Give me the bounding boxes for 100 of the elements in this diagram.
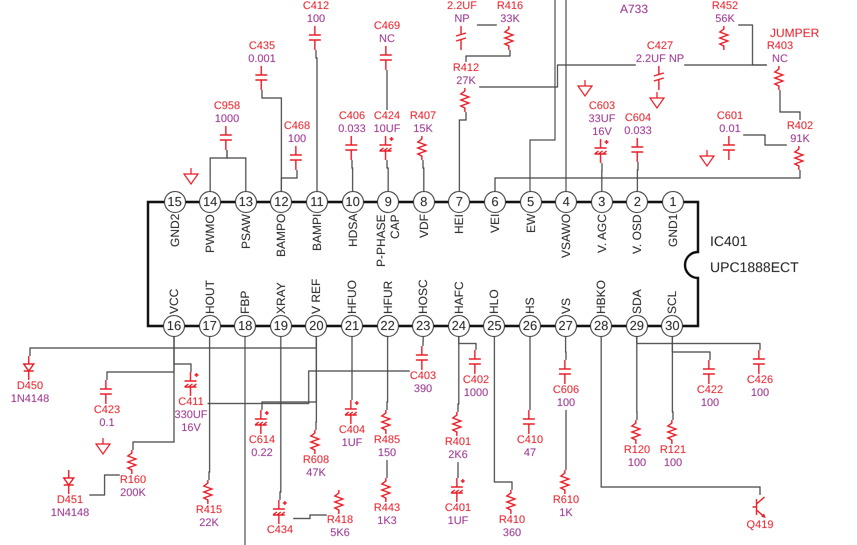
reference-designator: C401 <box>444 502 472 515</box>
ic-label: UPC1888ECT <box>710 258 799 277</box>
component-value: 0.033 <box>624 125 652 138</box>
reference-designator: D450 <box>16 380 44 393</box>
pin-number: 16 <box>163 315 185 337</box>
pin-number: 17 <box>198 315 221 337</box>
wire <box>636 162 639 191</box>
pin-name: HBKO <box>594 278 608 314</box>
wire <box>132 337 175 450</box>
component-value: 47 <box>522 447 538 460</box>
component <box>248 40 276 90</box>
reference-designator: C603 <box>588 100 616 113</box>
reference-designator: C427 <box>646 40 674 53</box>
component <box>786 120 814 170</box>
component-value: 1UF <box>340 437 364 450</box>
pin-name: PWMO <box>203 214 218 255</box>
component-value: 27K <box>455 75 477 88</box>
component-value: 91K <box>789 133 811 146</box>
component-value: 100 <box>626 457 648 470</box>
pin-number: 13 <box>234 191 257 213</box>
pin-number: 27 <box>554 315 577 337</box>
pin-number: 28 <box>590 315 612 337</box>
component-value: 100 <box>306 13 326 26</box>
component <box>766 40 794 90</box>
pin-name: HFUR <box>380 280 395 314</box>
component-value: 100 <box>700 397 720 410</box>
reference-designator: R610 <box>552 494 580 507</box>
pin-name: HEI <box>452 214 466 236</box>
component-value: 330UF <box>174 409 208 422</box>
pin-name: BAMPI <box>310 214 324 254</box>
component <box>496 0 524 50</box>
component-value: 10UF <box>374 123 400 136</box>
reference-designator: C434 <box>266 524 294 537</box>
wire <box>458 112 467 191</box>
reference-designator: 2.2UF <box>447 0 477 13</box>
pin-name: V. AGC <box>594 214 609 254</box>
pin-number: 10 <box>342 191 364 213</box>
component-value: NC <box>378 33 396 46</box>
reference-designator: C435 <box>248 40 276 53</box>
wire <box>386 337 388 410</box>
component-value: NP <box>453 13 471 26</box>
reference-designator: C403 <box>410 370 436 383</box>
pin-name: GND2 <box>168 214 182 250</box>
reference-designator: R120 <box>624 444 650 457</box>
pin-name: HLO <box>487 288 502 314</box>
component-value: 390 <box>412 383 434 396</box>
component <box>588 100 616 163</box>
pin-number: 2 <box>626 191 648 213</box>
pin-name: VS <box>558 296 573 314</box>
reference-designator: C469 <box>374 20 400 33</box>
pin-number: 5 <box>520 191 542 213</box>
pin-number: 29 <box>626 315 648 337</box>
pin-number: 15 <box>164 191 186 213</box>
component-value: 22K <box>198 517 220 530</box>
component <box>452 62 480 112</box>
reference-designator: C406 <box>338 110 366 123</box>
reference-designator: C404 <box>338 424 366 437</box>
wire <box>465 50 511 62</box>
wire <box>351 160 354 191</box>
component-value: 56K <box>714 13 736 26</box>
component-value: 100 <box>556 397 576 410</box>
reference-designator: C604 <box>624 112 652 125</box>
component-value: 100 <box>750 387 770 400</box>
pin-number: 6 <box>484 191 506 213</box>
pin-name: FBP <box>238 290 252 314</box>
reference-designator: R407 <box>410 110 436 123</box>
wire <box>565 337 567 360</box>
component <box>338 110 366 160</box>
component-value: 1N4148 <box>10 393 50 406</box>
wire <box>476 24 497 26</box>
pin-number: 8 <box>412 191 435 213</box>
component-value: 0.01 <box>718 123 742 136</box>
reference-designator: C958 <box>214 100 240 113</box>
pin-name: HDSA <box>346 214 360 250</box>
reference-designator: C426 <box>746 374 774 387</box>
pin-name: HOSC <box>416 278 430 314</box>
wire <box>386 160 389 191</box>
reference-designator: R412 <box>452 62 480 75</box>
component-value: 0.033 <box>338 123 366 136</box>
pin-name: EW <box>524 214 538 236</box>
component-value: NC <box>771 53 789 66</box>
reference-designator: C601 <box>716 110 744 123</box>
pin-name: V REF <box>309 278 324 314</box>
component <box>636 40 684 90</box>
wire <box>494 170 801 191</box>
component <box>712 0 738 50</box>
pin-number: 30 <box>661 315 684 337</box>
component-value: 1000 <box>462 387 490 400</box>
reference-designator: D451 <box>56 494 84 507</box>
component <box>447 0 477 50</box>
component-value: 5K6 <box>329 527 351 540</box>
pin-number: 24 <box>448 315 470 337</box>
component <box>374 110 400 160</box>
component-value: 1UF <box>446 515 470 528</box>
pin-name: HOUT <box>202 279 217 314</box>
wire <box>208 337 210 480</box>
pin-number: 12 <box>270 191 292 213</box>
pin-number: 26 <box>519 315 541 337</box>
pin-name: SDA <box>630 288 644 314</box>
component-value: 33K <box>499 13 521 26</box>
